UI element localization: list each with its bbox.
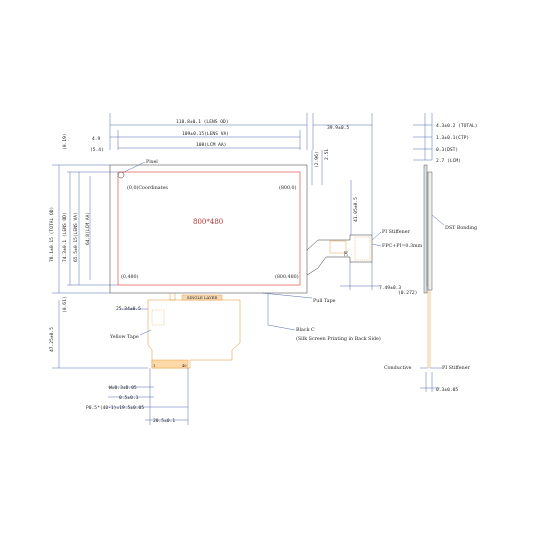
right-small-dims: (2.96) 2.51	[311, 149, 330, 185]
dim-small-b: 2.51	[324, 149, 330, 160]
pin-forty: 40	[182, 364, 187, 368]
pin-dimensions: W=0.3±0.05 0.5±0.1 P0.5*(40-1)=19.5±0.05…	[86, 368, 189, 425]
dim-bottom-width: 20.5±0.1	[153, 418, 175, 424]
single-layer-label: SINGLE LAYER	[187, 295, 217, 300]
panel-outline	[109, 164, 308, 294]
dim-top-gap: (0.19)	[62, 133, 68, 150]
fpc-contacts	[151, 359, 189, 369]
dim-fpc-height: 47.25±0.5	[49, 327, 55, 352]
side-lcm: 2.7 (LCM)	[436, 158, 461, 164]
side-pi-stiffener: PI Stiffener	[442, 365, 471, 371]
dim-lens-va: 109±0.15(LENS VA)	[182, 131, 229, 137]
conductive-label: Conductive	[384, 365, 412, 371]
dst-bonding-label: DST Bonding	[445, 225, 477, 231]
side-view: 4.3±0.2 (TOTAL) 1.3±0.1(CTP) 0.3(DST) 2.…	[384, 113, 478, 393]
pi-stiffener-label: PI Stiffener	[382, 229, 411, 235]
right-fpc-tab: IC PI Stiffener FPC+PI=0.3mm 41.05±0.5 7…	[306, 180, 423, 291]
origin-coordinates: (0,0)Coordinates	[127, 184, 168, 191]
dim-pitch-total: P0.5*(40-1)=19.5±0.05	[86, 405, 144, 411]
dim-left-lcm-aa: 64.8(LCM AA)	[85, 212, 91, 245]
dim-bottom-gap: (0.61)	[62, 296, 68, 313]
dim-lcm-aa: 108(LCM AA)	[196, 142, 226, 148]
dim-tab-height: 41.05±0.5	[353, 197, 359, 222]
left-dimension-group: (0.19) 78.1±0.15 (TOTAL OD) 74.3±0.1 (LE…	[49, 133, 148, 369]
yellow-tape-label: Yellow Tape	[109, 334, 139, 340]
pixel-label: Pixel	[146, 159, 158, 165]
dim-small-a: (2.96)	[314, 151, 320, 168]
dim-total-od: 78.1±0.15 (TOTAL OD)	[49, 207, 55, 262]
side-total: 4.3±0.2 (TOTAL)	[436, 123, 478, 129]
dim-fpc-offset: 25.34±0.5	[116, 306, 141, 312]
bottom-fpc: SINGLE LAYER Yellow Tape 1 40 25.34±0.5	[109, 293, 241, 369]
side-lcm-body	[427, 171, 433, 291]
dim-pin-width: 0.5±0.1	[119, 395, 139, 401]
dim-left-offset-b: (5.4)	[90, 147, 104, 153]
side-dst: 0.3(DST)	[436, 147, 458, 153]
black-c-label: Black C	[296, 327, 315, 333]
corner-top-right: (800,0)	[279, 184, 297, 191]
side-bottom: 0.3±0.05	[436, 387, 458, 393]
fpc-outline	[147, 299, 241, 369]
dim-left-lens-va: 65.5±0.15(LENS VA)	[73, 212, 79, 262]
dim-right-width: 39.9±0.5	[327, 125, 349, 131]
side-gap: (0.272)	[398, 290, 417, 296]
dim-lens-od: 118.8±0.1 (LENS OD)	[176, 119, 229, 125]
active-area	[117, 171, 301, 286]
corner-bottom-left: (0,480)	[121, 273, 139, 280]
ic-marker: IC	[342, 251, 348, 257]
dim-pin-thickness: W=0.3±0.05	[109, 385, 137, 391]
silk-screen-label: (Silk Screen Printing in Back Side)	[296, 335, 381, 342]
bottom-callouts: Pull Tape Black C (Silk Screen Printing …	[261, 292, 381, 342]
corner-bottom-right: (800,480)	[275, 273, 299, 280]
side-ctp: 1.3±0.1(CTP)	[436, 135, 469, 141]
display-panel: Pixel (0,0)Coordinates (800,0) (0,480) (…	[109, 159, 308, 294]
side-glass	[423, 164, 428, 294]
dim-left-offset-a: 4.9	[92, 136, 101, 142]
resolution-label: 800*480	[193, 218, 223, 226]
pin-one: 1	[153, 364, 155, 368]
fpc-pi-label: FPC+PI=0.3mm	[382, 243, 423, 249]
pull-tape-label: Pull Tape	[313, 298, 336, 304]
top-dimension-group: 118.8±0.1 (LENS OD) 109±0.15(LENS VA) 10…	[90, 113, 373, 235]
pixel-marker	[117, 171, 125, 179]
dim-left-lens-od: 74.3±0.1 (LENS OD)	[62, 212, 68, 262]
dim-tab-width: 7.49±0.3	[379, 285, 401, 291]
